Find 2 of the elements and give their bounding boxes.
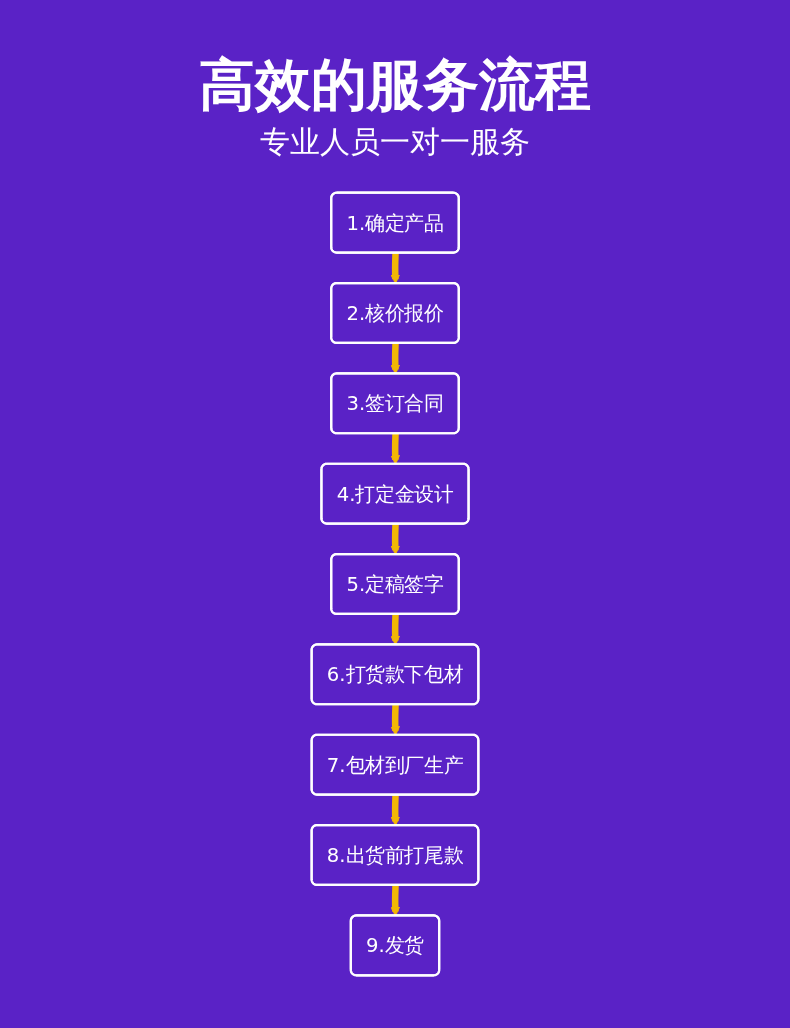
title: 高效的服务流程	[198, 51, 592, 119]
subtitle: 专业人员一对一服务	[259, 123, 531, 161]
